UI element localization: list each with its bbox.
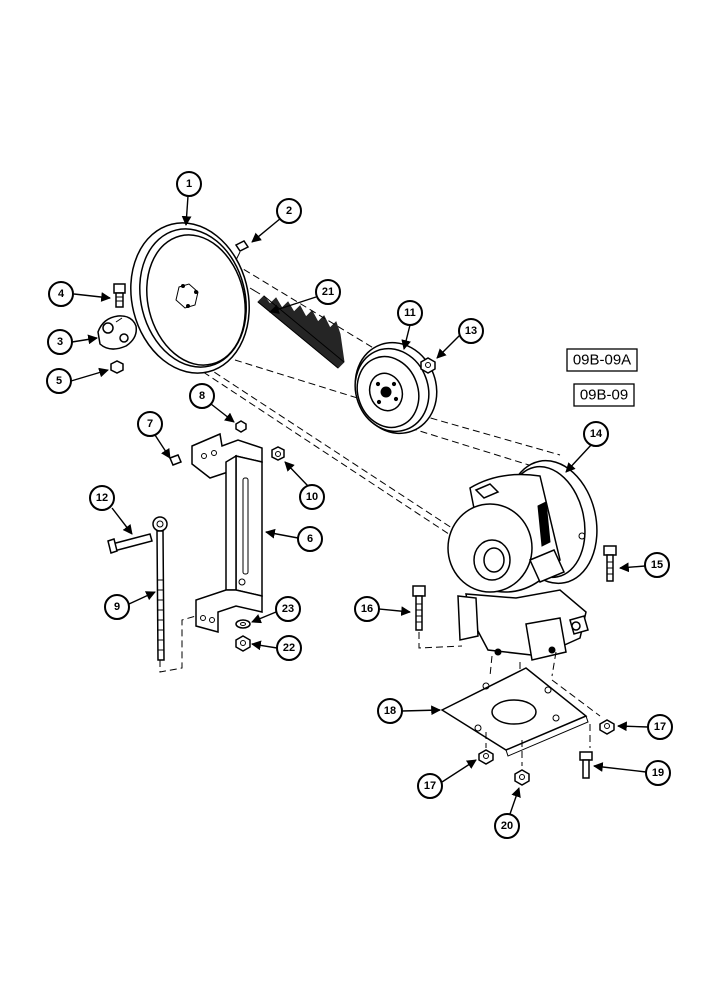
callout-7: 7 xyxy=(137,411,163,437)
hub-bolt xyxy=(113,283,126,308)
svg-text:7: 7 xyxy=(147,418,153,430)
callout-20: 20 xyxy=(494,813,520,839)
svg-text:2: 2 xyxy=(286,205,292,217)
callout-10: 10 xyxy=(299,484,325,510)
bracket-nut-10 xyxy=(271,446,285,461)
eye-bolt xyxy=(152,516,197,673)
mounting-plate xyxy=(440,667,601,766)
svg-text:9: 9 xyxy=(114,601,120,613)
callout-4: 4 xyxy=(48,281,74,307)
callout-17-right: 17 xyxy=(647,714,673,740)
svg-text:12: 12 xyxy=(96,492,108,504)
callout-8: 8 xyxy=(189,383,215,409)
svg-text:18: 18 xyxy=(384,705,396,717)
callout-5: 5 xyxy=(46,368,72,394)
svg-text:3: 3 xyxy=(57,336,63,348)
svg-text:5: 5 xyxy=(56,375,62,387)
reference-code-text: 09B-09A xyxy=(573,352,631,369)
svg-text:13: 13 xyxy=(465,325,477,337)
svg-text:10: 10 xyxy=(306,491,318,503)
nut-22 xyxy=(235,635,251,652)
svg-text:15: 15 xyxy=(651,559,663,571)
drive-belt xyxy=(149,257,561,549)
svg-text:11: 11 xyxy=(404,307,416,319)
svg-text:14: 14 xyxy=(590,428,603,440)
washer-23 xyxy=(235,619,251,629)
bracket-nut-8 xyxy=(235,420,247,433)
svg-text:20: 20 xyxy=(501,820,513,832)
svg-text:16: 16 xyxy=(361,603,373,615)
callout-21: 21 xyxy=(315,279,341,305)
reference-code-09b-09: 09B-09 xyxy=(573,383,635,407)
bracket-bolt-7 xyxy=(169,454,182,466)
reference-code-text: 09B-09 xyxy=(580,387,628,404)
callout-11: 11 xyxy=(397,300,423,326)
callout-13: 13 xyxy=(458,318,484,344)
callout-22: 22 xyxy=(276,635,302,661)
mounting-bracket xyxy=(191,432,263,633)
bolt-19 xyxy=(579,751,593,779)
callout-16: 16 xyxy=(354,596,380,622)
callout-14: 14 xyxy=(583,421,609,447)
idler-pulley xyxy=(354,341,438,435)
svg-text:17: 17 xyxy=(424,780,436,792)
callout-2: 2 xyxy=(276,198,302,224)
svg-text:23: 23 xyxy=(282,603,294,615)
bolt-15 xyxy=(603,545,617,582)
callout-3: 3 xyxy=(47,329,73,355)
reference-code-09b-09a: 09B-09A xyxy=(566,348,638,372)
pulley-hub xyxy=(97,315,138,350)
svg-text:6: 6 xyxy=(307,533,313,545)
flange-nut-17-left xyxy=(478,749,494,765)
svg-text:17: 17 xyxy=(654,721,666,733)
callout-23: 23 xyxy=(275,596,301,622)
callout-9: 9 xyxy=(104,594,130,620)
callout-19: 19 xyxy=(645,760,671,786)
callout-15: 15 xyxy=(644,552,670,578)
callout-1: 1 xyxy=(176,171,202,197)
svg-text:19: 19 xyxy=(652,767,664,779)
nut-20 xyxy=(514,769,530,786)
callout-17-left: 17 xyxy=(417,773,443,799)
leader-lines xyxy=(70,195,649,815)
svg-text:21: 21 xyxy=(322,286,334,298)
svg-text:1: 1 xyxy=(186,178,192,190)
flange-nut-17-right xyxy=(599,719,615,735)
large-pulley xyxy=(130,222,250,374)
callout-18: 18 xyxy=(377,698,403,724)
svg-text:22: 22 xyxy=(283,642,295,654)
bolt-16 xyxy=(412,585,463,649)
idler-nut xyxy=(420,357,436,374)
pulley-screw xyxy=(234,240,250,261)
svg-text:8: 8 xyxy=(199,390,205,402)
svg-text:4: 4 xyxy=(58,288,65,300)
callout-6: 6 xyxy=(297,526,323,552)
callout-12: 12 xyxy=(89,485,115,511)
electric-clutch-assembly xyxy=(447,459,598,677)
long-bolt-12 xyxy=(107,533,153,554)
hub-nut xyxy=(110,360,124,374)
